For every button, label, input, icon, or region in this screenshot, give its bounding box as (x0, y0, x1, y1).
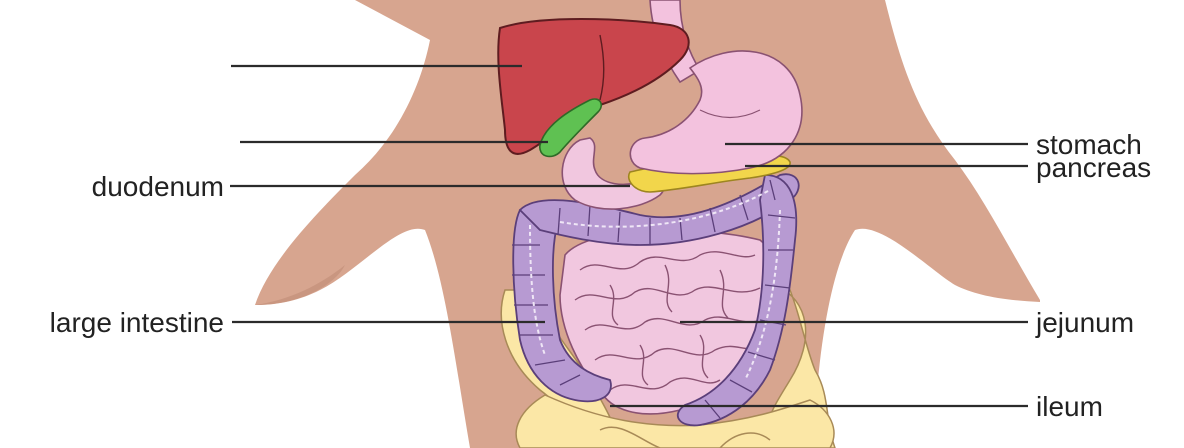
label-jejunum: jejunum (1035, 307, 1134, 338)
label-ileum: ileum (1036, 391, 1103, 422)
label-large-intestine: large intestine (50, 307, 224, 338)
label-duodenum: duodenum (92, 171, 224, 202)
label-pancreas: pancreas (1036, 152, 1151, 183)
